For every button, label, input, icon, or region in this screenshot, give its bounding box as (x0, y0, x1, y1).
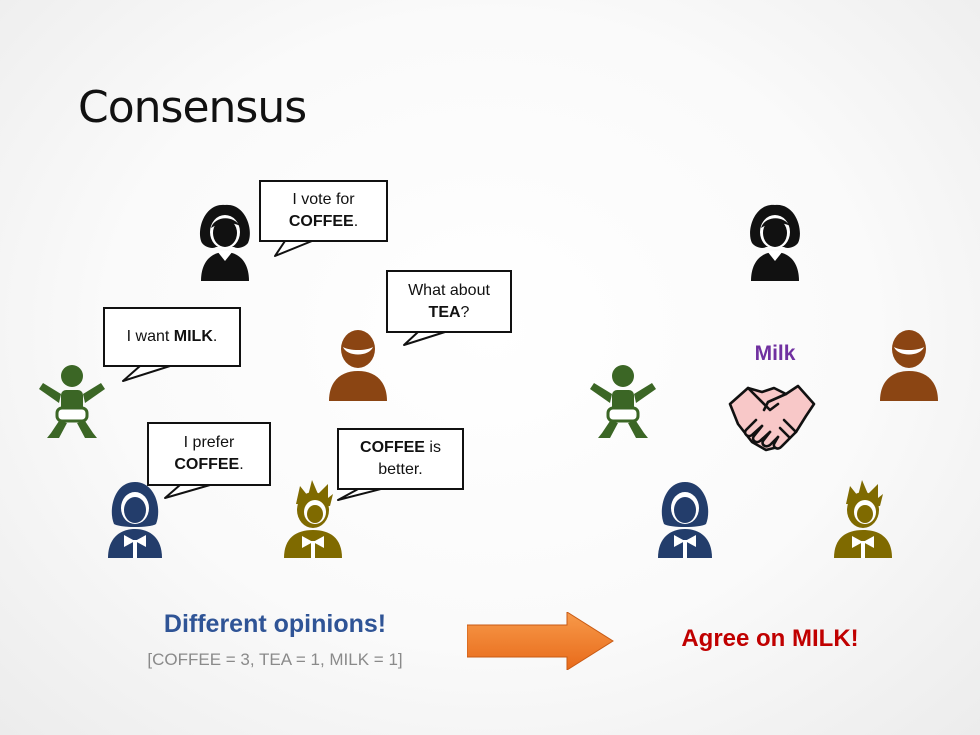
slide-title: Consensus (78, 82, 307, 133)
bubble-text-punct: . (239, 456, 244, 473)
man-spiky-icon (828, 480, 898, 560)
speech-bubble-coffee-better: COFFEE is better. (337, 428, 464, 490)
bubble-text-punct: ? (460, 303, 470, 321)
baby-icon (588, 363, 658, 443)
speech-bubble-vote-coffee: I vote for COFFEE. (259, 180, 388, 242)
agree-on-milk-heading: Agree on MILK! (681, 625, 859, 652)
arrow-right-icon (466, 611, 617, 675)
bubble-bold-text: COFFEE (174, 456, 240, 473)
bubble-bold-text: TEA (428, 303, 461, 321)
milk-label: Milk (754, 342, 796, 365)
bubble-text-line: I vote for (292, 191, 355, 208)
bubble-text-punct: . (353, 213, 359, 230)
bubble-text-line: better. (378, 461, 423, 478)
bubble-text-line: I prefer (183, 434, 235, 451)
bubble-bold-text: COFFEE (288, 213, 354, 230)
bubble-text-line: I want (126, 328, 174, 345)
speech-bubble-prefer-coffee: I prefer COFFEE. (147, 422, 271, 486)
bubble-text-punct: . (212, 328, 218, 345)
woman-icon (740, 203, 810, 283)
speech-bubble-what-about-tea: What about TEA? (386, 270, 512, 333)
speech-bubble-want-milk: I want MILK. (103, 307, 241, 367)
vote-counts-text: [COFFEE = 3, TEA = 1, MILK = 1] (147, 650, 403, 669)
bubble-bold-text: COFFEE (360, 439, 425, 456)
bubble-bold-text: MILK (173, 328, 213, 345)
bubble-text-line: is (424, 439, 441, 456)
different-opinions-heading: Different opinions! (163, 610, 387, 638)
bubble-text-line: What about (408, 281, 490, 299)
handshake-icon (726, 380, 818, 454)
woman-bow-icon (650, 480, 720, 560)
man-icon (874, 323, 944, 403)
